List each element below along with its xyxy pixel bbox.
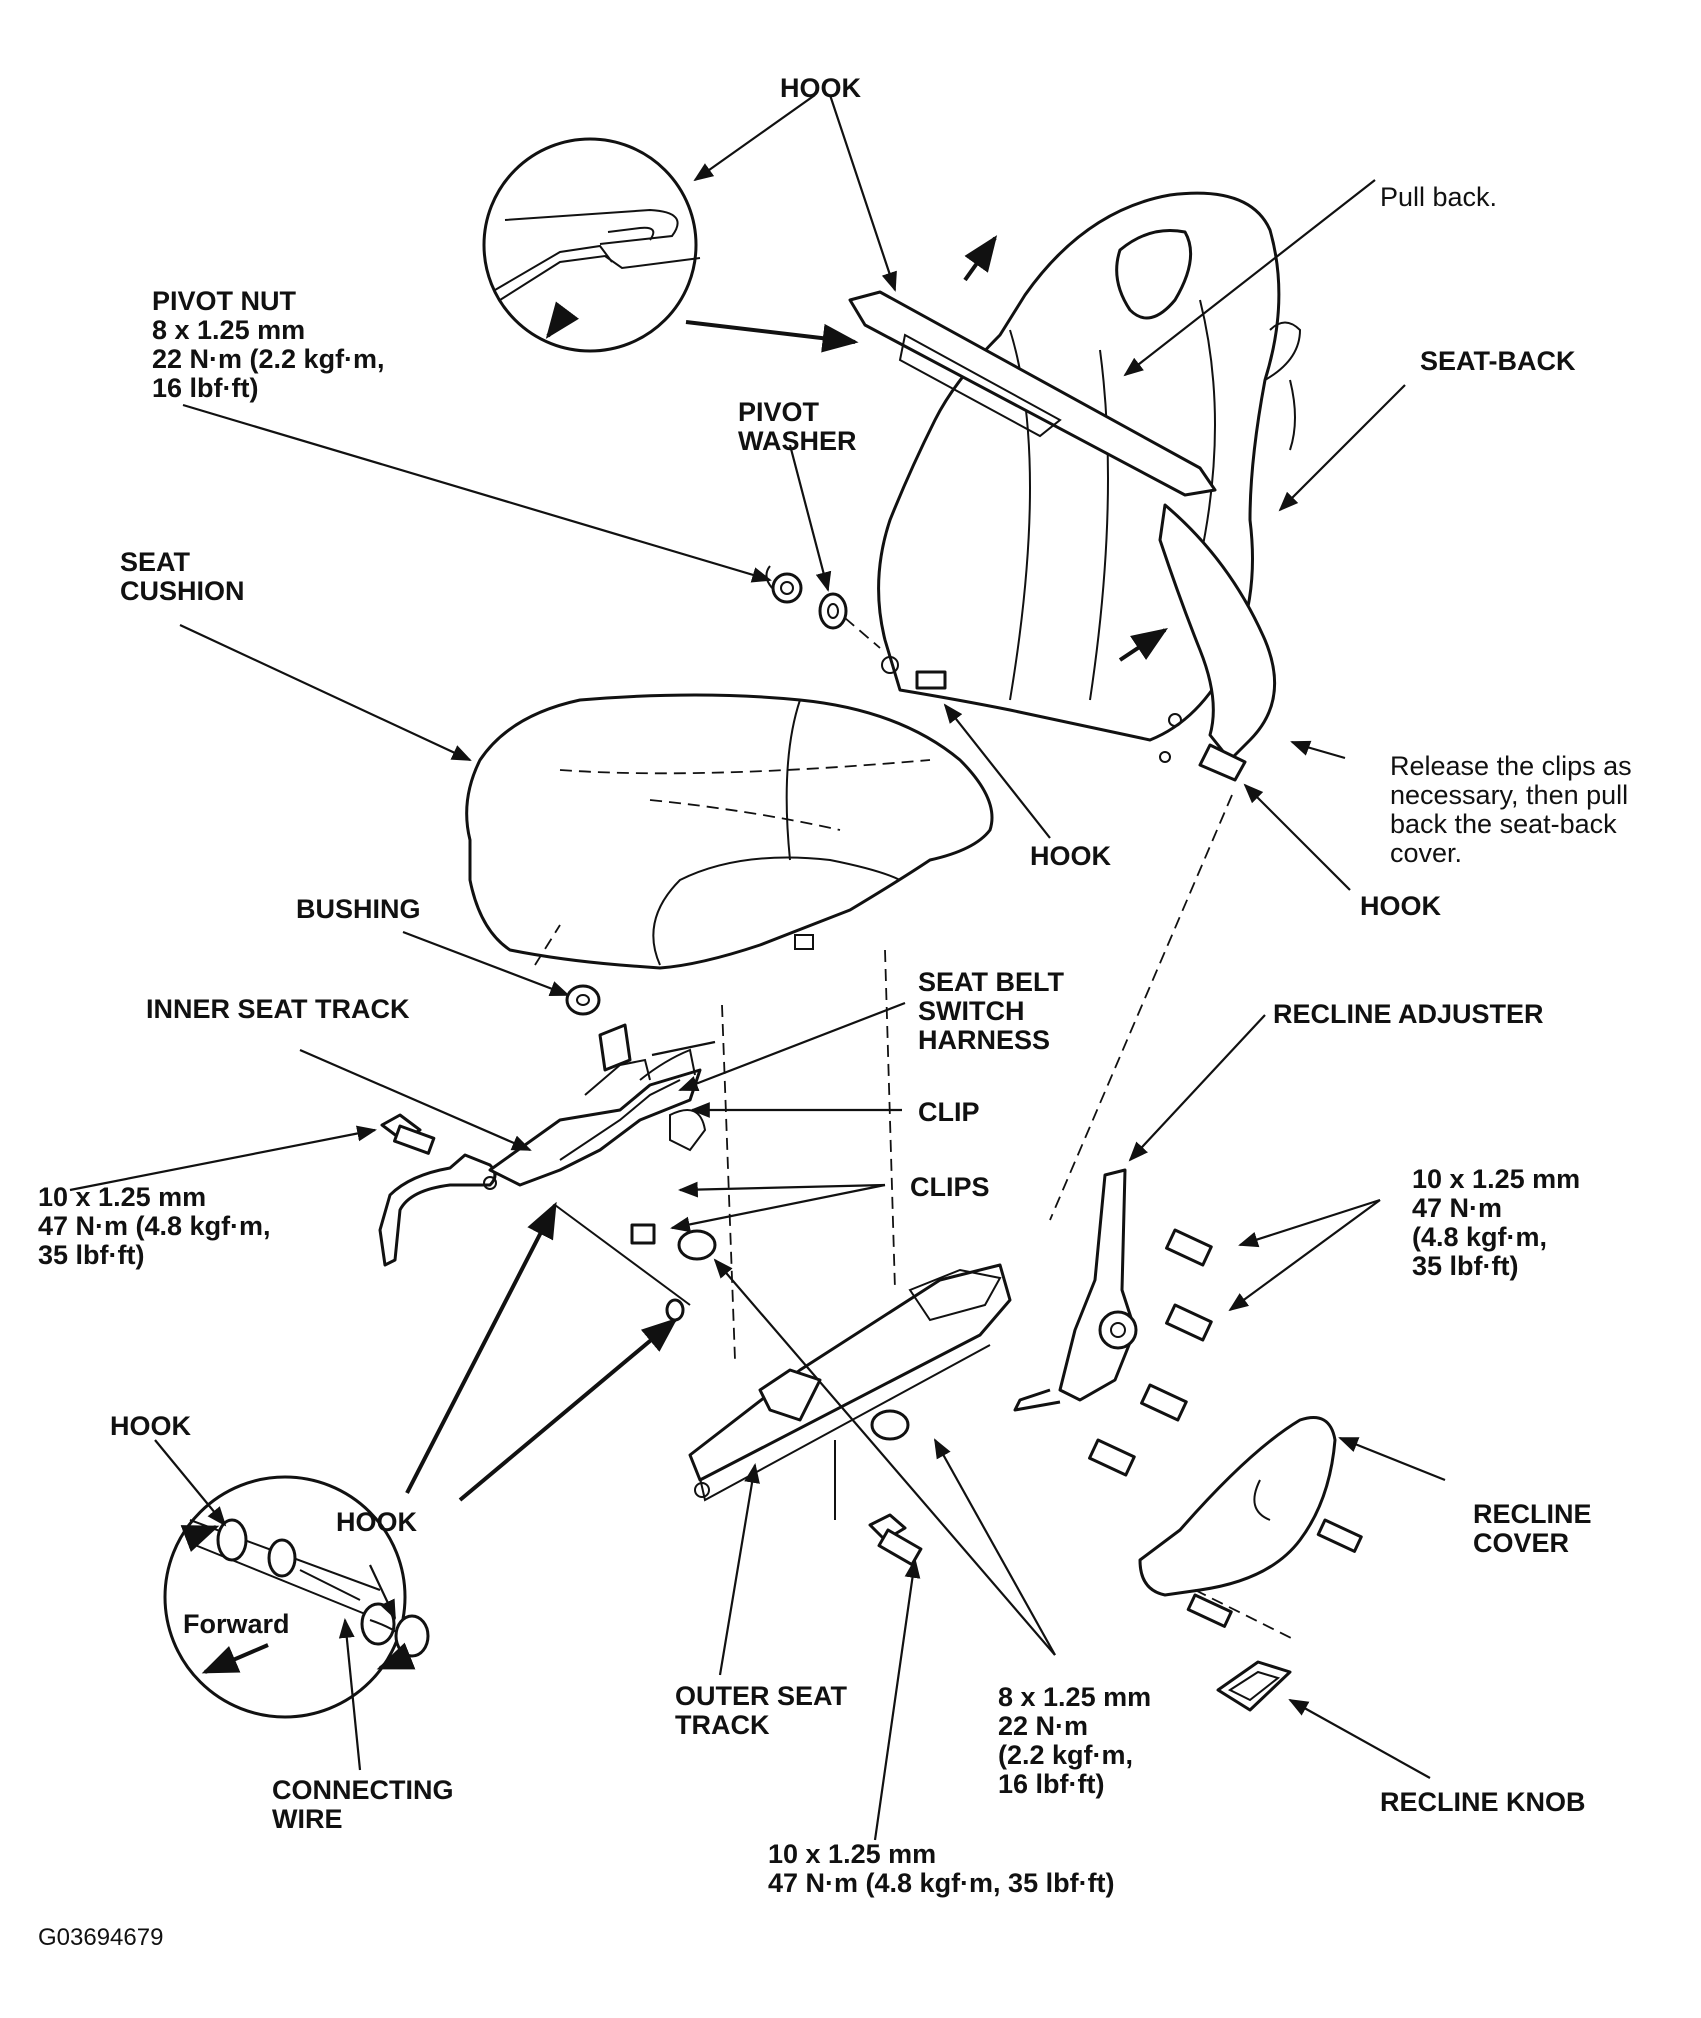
nut-part-lower [870, 1409, 910, 1441]
pivot-nut-part [765, 565, 803, 604]
recline-cover-screw-part [1186, 1518, 1363, 1628]
seat-back-cover-flap [848, 290, 1277, 782]
label-pull-back: Pull back. [1380, 182, 1498, 212]
detail-pointer-arrow-right [458, 1317, 678, 1502]
pivot-hole [1168, 713, 1182, 727]
bolts-recline-part [1088, 1228, 1213, 1477]
pivot-hole-lower [1159, 751, 1171, 763]
label-clip: CLIP [918, 1097, 980, 1127]
bushing-part [565, 984, 601, 1016]
figure-code: G03694679 [38, 1924, 164, 1951]
hook-detail-circle-bottom [163, 1475, 430, 1719]
label-hook-detail-2: HOOK [336, 1507, 417, 1537]
inner-seat-track-part [378, 1023, 707, 1267]
wire-end-part [665, 1298, 685, 1322]
leader-lines [69, 94, 1446, 1841]
label-inner-seat-track: INNER SEAT TRACK [146, 994, 410, 1024]
hinge-hole [881, 656, 899, 674]
pull-arrow-side [1118, 628, 1168, 662]
bolt-bottom-part [868, 1513, 923, 1567]
label-clips: CLIPS [910, 1172, 990, 1202]
label-hook-mid: HOOK [1030, 841, 1111, 871]
label-hook-detail-1: HOOK [110, 1411, 191, 1441]
connecting-wire-part [554, 1204, 691, 1306]
hook-tab [915, 670, 947, 690]
seat-back-part [877, 191, 1302, 742]
detail-pointer-arrow-left [405, 1201, 557, 1494]
outer-seat-track-part [688, 1263, 1012, 1502]
hook-detail-circle-top [482, 137, 701, 353]
detail-pointer-arrow [685, 320, 859, 353]
pivot-axis-line [844, 617, 881, 649]
recline-cover-part [1138, 1416, 1337, 1597]
label-seat-back: SEAT-BACK [1420, 346, 1576, 376]
pivot-washer-part [818, 592, 848, 630]
label-recline-adjuster: RECLINE ADJUSTER [1273, 999, 1544, 1029]
bolt-left-part [380, 1113, 436, 1155]
clip-part [630, 1223, 656, 1245]
nut-part [677, 1229, 717, 1261]
label-hook-right: HOOK [1360, 891, 1441, 921]
pull-arrow-top [963, 235, 998, 282]
recline-adjuster-part [1013, 1168, 1138, 1412]
recline-knob-part [1216, 1660, 1292, 1712]
label-hook-top: HOOK [780, 73, 861, 103]
label-bushing: BUSHING [296, 894, 421, 924]
label-forward: Forward [183, 1609, 290, 1639]
seat-cushion-part [465, 693, 994, 970]
label-recline-knob: RECLINE KNOB [1380, 1787, 1586, 1817]
clip-wire [559, 1079, 681, 1161]
